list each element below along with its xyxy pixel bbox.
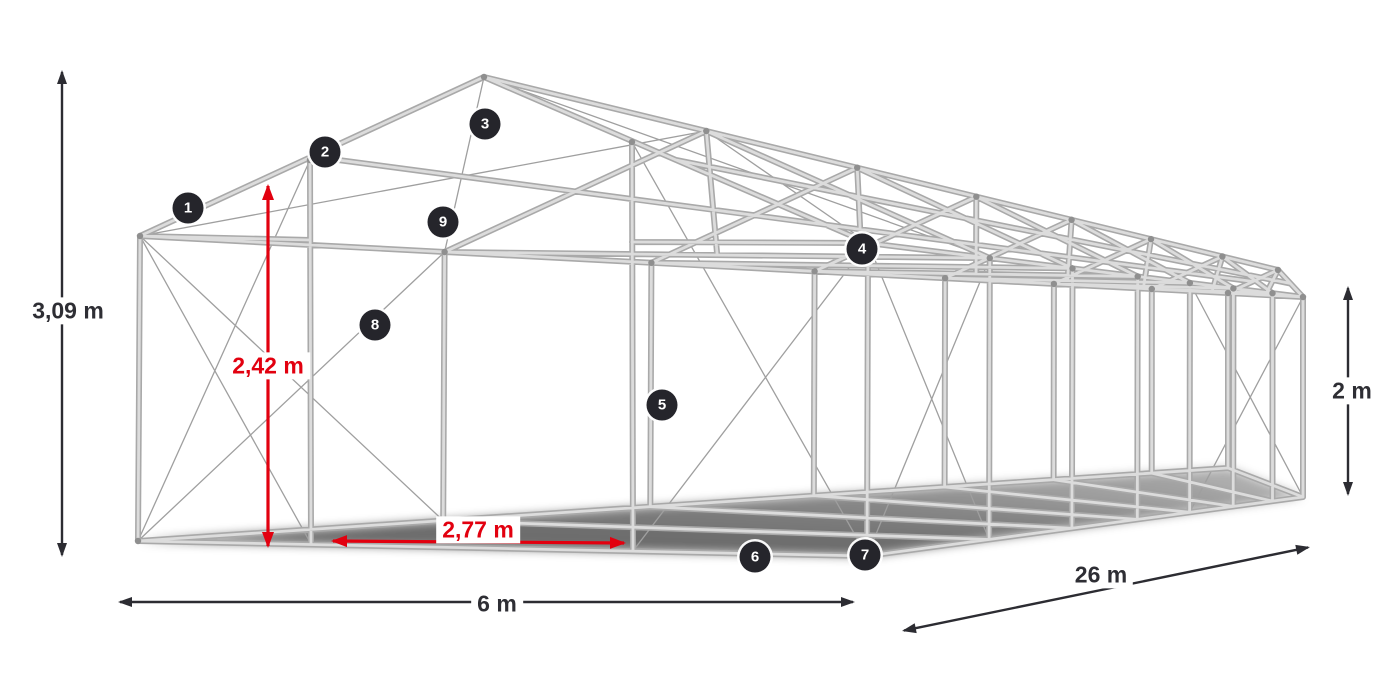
tube-connectors: [134, 73, 1307, 560]
dimension-arrow-length: [902, 544, 1310, 634]
dimension-arrow-width: [118, 597, 855, 607]
dimension-arrow-side-height: [1343, 286, 1353, 496]
dimension-arrow-ridge-height: [57, 70, 67, 557]
